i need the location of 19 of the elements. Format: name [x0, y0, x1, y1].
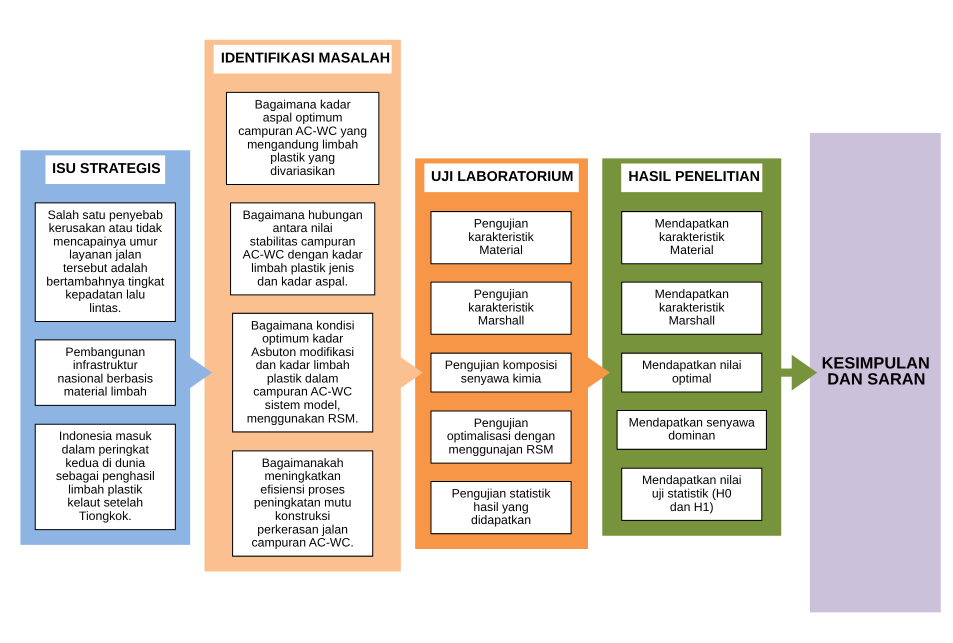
node-box: Mendapatkan karakteristik Marshall [621, 281, 762, 334]
node-box: Bagaimana hubungan antara nilai stabilitas campuran AC-WC dengan kadar limbah plastik jenis dan kadar aspal. [230, 202, 376, 295]
node-box: Indonesia masuk dalam peringkat kedua di dunia sebagai penghasil limbah plastik kelaut setelah Tiongkok. [34, 423, 176, 530]
node-box: Mendapatkan senyawa dominan [616, 409, 767, 450]
node-box: Mendapatkan karakteristik Material [621, 210, 762, 264]
node-box: Pengujian komposisi senyawa kimia [430, 352, 572, 392]
node-box: Pengujian karakteristik Material [430, 210, 572, 264]
node-box: Pengujian optimalisasi dengan menggunajan RSM [430, 410, 572, 464]
arrow [780, 354, 818, 390]
node-box: Mendapatkan nilai uji statistik (H0 dan H1) [621, 467, 762, 520]
node-box: Mendapatkan nilai optimal [621, 352, 762, 392]
node-box: Pengujian statistik hasil yang didapatkan [430, 480, 572, 534]
node-box: Bagaimana kondisi optimum kadar Asbuton modifikasi dan kadar limbah plastik dalam campuran AC-WC sistem model, menggunakan RSM. [232, 312, 374, 432]
node-box: Bagaimanakah meningkatkan efisiensi proses peningkatan mutu konstruksi perkerasan jalan campuran AC-WC. [232, 450, 374, 556]
node-box: KESIMPULAN DAN SARAN [810, 132, 941, 612]
node-box: Bagaimana kadar aspal optimum campuran AC-WC yang mengandung limbah plastik yang divariasikan [226, 91, 380, 184]
node-box: Pengujian karakteristik Marshall [430, 281, 572, 334]
node-box: Salah satu penyebab kerusakan atau tidak mencapainya umur layanan jalan tersebut adalah bertambahnya tingkat kepadatan lalu lintas. [34, 202, 176, 322]
node-box: Pembangunan infrastruktur nasional berbasis material limbah [34, 338, 176, 406]
